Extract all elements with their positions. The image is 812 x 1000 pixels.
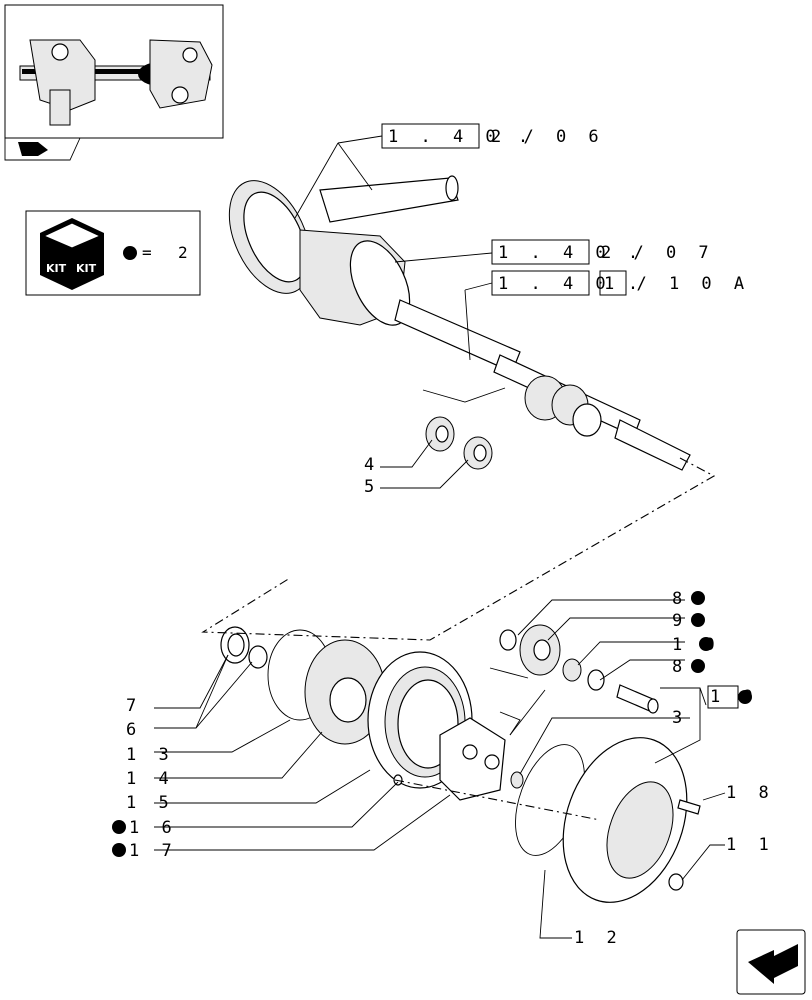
kit-dot-icon-8-bottom <box>691 659 705 673</box>
reference-2-code: 1 . 4 0 . <box>498 243 644 263</box>
reference-box-3[interactable]: 1 . 4 0 . 1 / 1 0 A <box>491 270 750 296</box>
part-label-10: 1 0 <box>672 635 721 655</box>
washer-8-bottom[interactable] <box>587 669 605 691</box>
part-label-7: 7 <box>126 696 142 716</box>
part-label-6: 6 <box>126 720 142 740</box>
washer-8-top[interactable] <box>499 629 517 651</box>
kit-dot-icon-8-top <box>691 591 705 605</box>
kit-count: 2 <box>178 243 194 262</box>
kit-badge-right: KIT <box>76 262 97 275</box>
part-label-9: 9 <box>672 611 688 631</box>
reference-3-code: 1 . 4 0 . <box>498 274 644 294</box>
part-label-8-top: 8 <box>672 589 688 609</box>
kit-dot-icon-17 <box>112 843 126 857</box>
needle-bearing-10[interactable] <box>562 658 582 682</box>
kit-dot-icon-9 <box>691 613 705 627</box>
thumbnail-axle-silhouette <box>19 39 213 126</box>
sleeve-3[interactable] <box>510 771 524 789</box>
reference-box-1[interactable]: 1 . 4 0 . 2 / 0 6 <box>381 123 605 149</box>
kit-dot-icon <box>123 246 137 260</box>
part-label-15: 1 5 <box>126 793 175 813</box>
kit-badge-left: KIT <box>46 262 67 275</box>
overview-thumbnail[interactable] <box>4 4 224 161</box>
part-label-14: 1 4 <box>126 769 175 789</box>
ring-6[interactable] <box>248 645 268 669</box>
part-label-4: 4 <box>364 455 380 475</box>
kit-equals: = <box>142 243 158 262</box>
next-page-arrow-icon[interactable] <box>736 929 806 995</box>
kit-dot-icon-10 <box>699 637 713 651</box>
reference-1-suffix: 2 / 0 6 <box>491 127 605 147</box>
plug-11[interactable] <box>668 873 684 891</box>
snap-ring-7[interactable] <box>220 626 250 664</box>
part-label-11: 1 1 <box>726 835 775 855</box>
screw-18[interactable] <box>677 799 701 815</box>
bearing-4[interactable] <box>425 416 455 452</box>
navigation-arrow-icon[interactable] <box>18 142 48 156</box>
part-label-18: 1 8 <box>726 783 775 803</box>
kit-cube-icon: KIT KIT <box>40 218 104 290</box>
part-label-16: 1 6 <box>129 818 178 838</box>
assembly-centerline-lower <box>394 779 601 821</box>
part-label-3: 3 <box>672 708 688 728</box>
carrier-plate-17[interactable] <box>439 717 506 801</box>
sun-gear-14[interactable] <box>304 639 386 745</box>
bearing-5[interactable] <box>463 436 493 470</box>
kit-dot-icon-19 <box>738 690 752 704</box>
pin-16[interactable] <box>393 774 403 786</box>
part-label-5: 5 <box>364 477 380 497</box>
cover-housing[interactable] <box>541 720 708 919</box>
reference-box-2[interactable]: 1 . 4 0 . 2 / 0 7 <box>491 239 715 265</box>
reference-2-suffix: 2 / 0 7 <box>601 243 715 263</box>
part-label-8-bottom: 8 <box>672 657 688 677</box>
part-label-13: 1 3 <box>126 745 175 765</box>
kit-dot-icon-16 <box>112 820 126 834</box>
reference-1-code: 1 . 4 0 . <box>388 127 534 147</box>
part-label-12: 1 2 <box>574 928 623 948</box>
planet-pin-19[interactable] <box>616 684 659 714</box>
reference-3-suffix: 1 / 1 0 A <box>604 274 750 294</box>
differential-assembly[interactable] <box>213 168 691 471</box>
assembly-centerline-upper <box>201 457 716 641</box>
kit-legend: KIT KIT = 2 <box>25 210 201 296</box>
part-label-17: 1 7 <box>129 841 178 861</box>
planet-gear-9[interactable] <box>519 624 561 676</box>
